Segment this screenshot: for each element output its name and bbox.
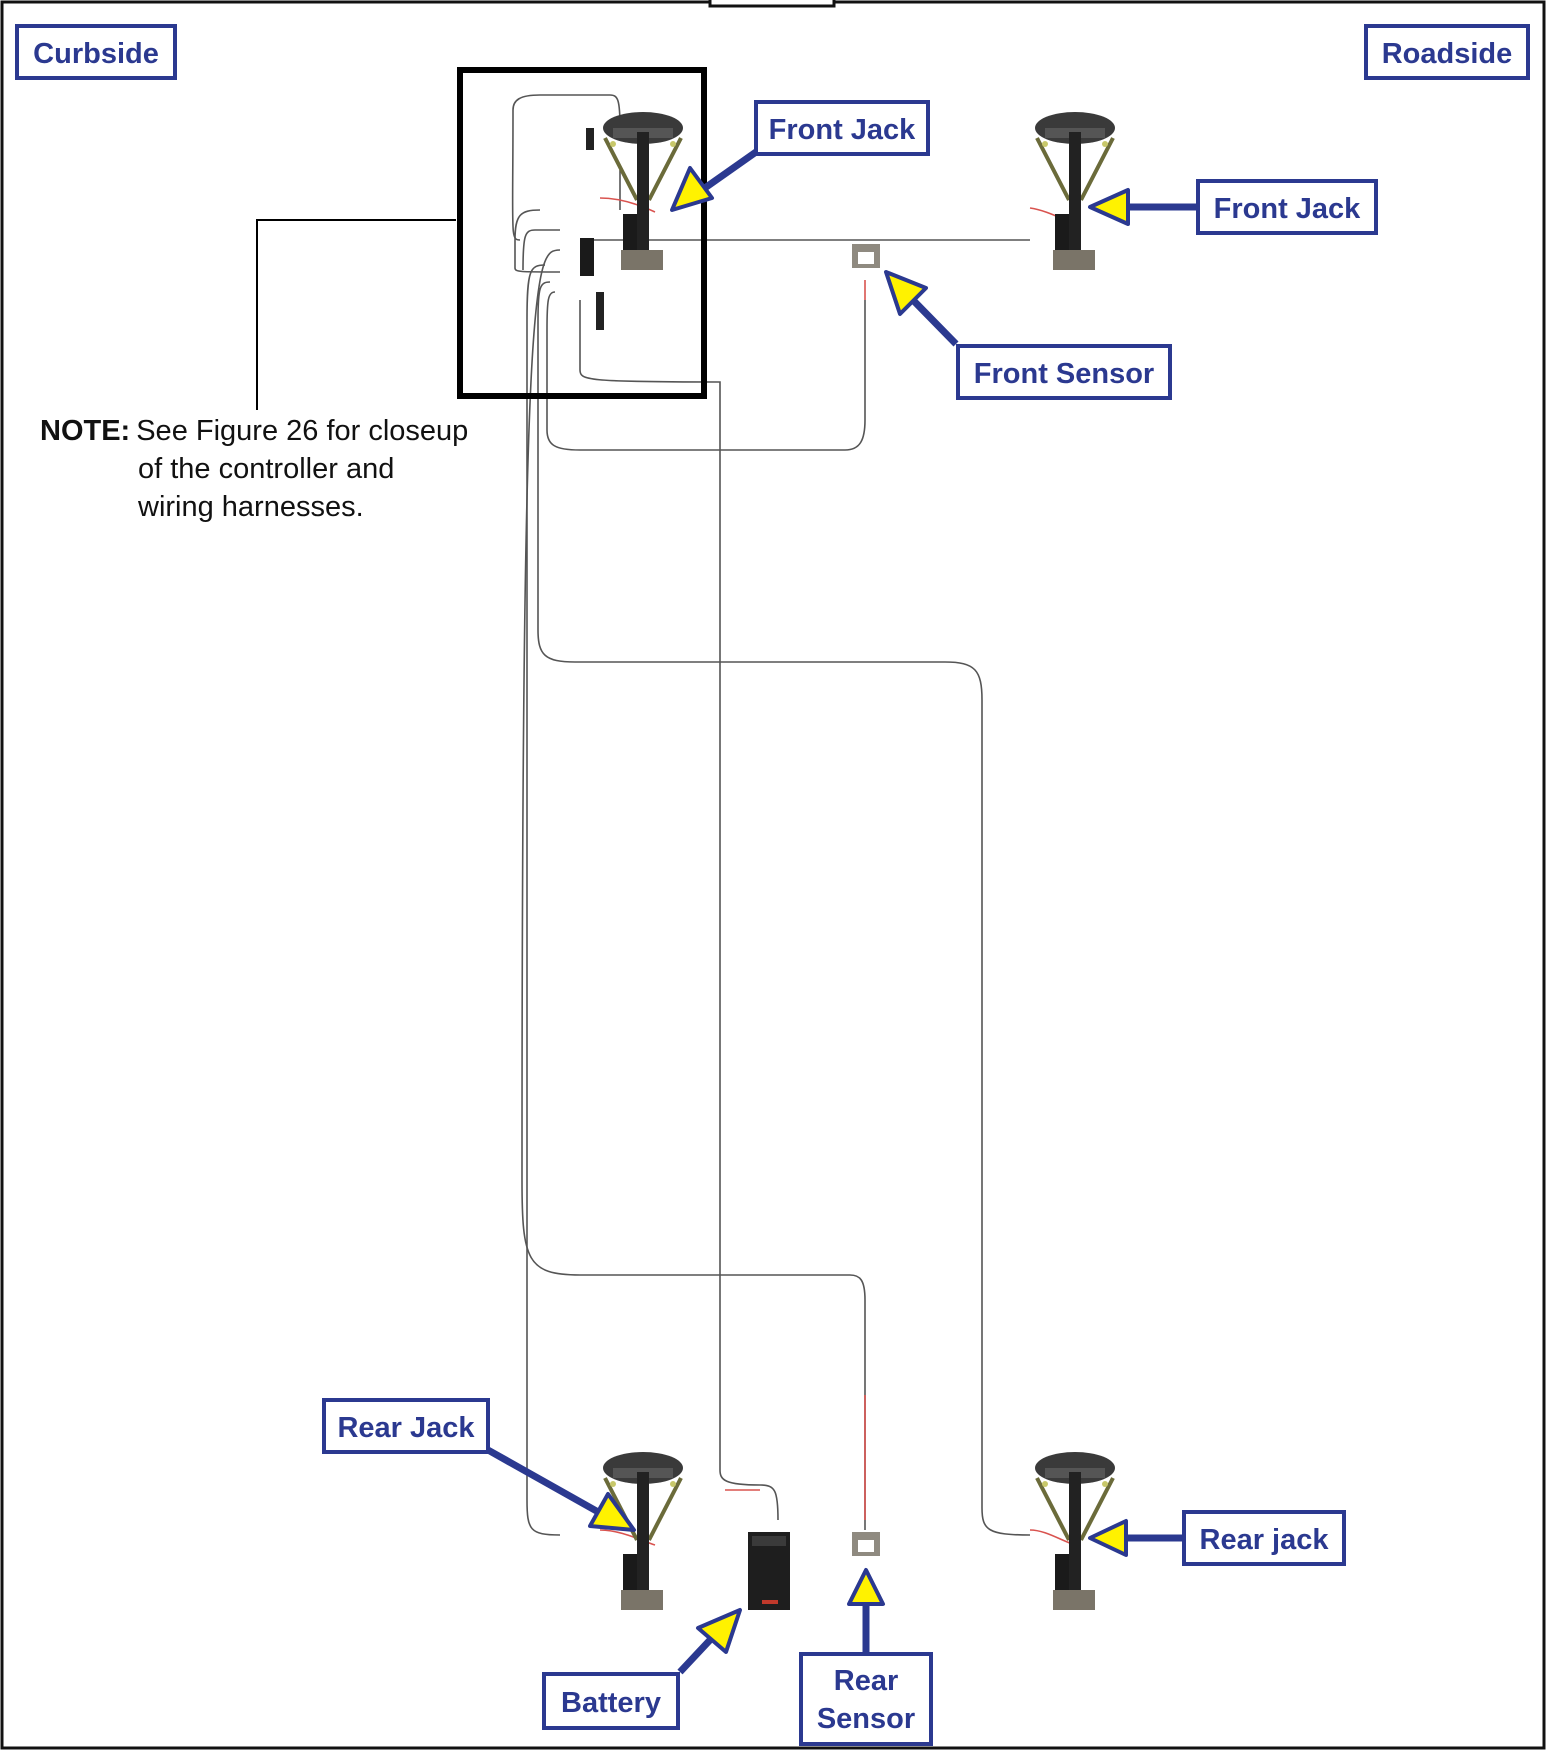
rear-sensor-icon [852, 1532, 880, 1556]
label-rear-jack-curbside-box: Rear Jack [322, 1398, 490, 1454]
note-line3: wiring harnesses. [138, 491, 364, 523]
rear-sensor-arrow [847, 1568, 885, 1655]
note-text: NOTE:See Figure 26 for closeup of the co… [40, 412, 468, 526]
label-rear-jack-curbside: Rear Jack [337, 1412, 475, 1444]
label-curbside-box: Curbside [15, 24, 177, 80]
label-rear-sensor-line1: Rear [834, 1665, 899, 1697]
controller-module [580, 238, 594, 276]
label-front-jack-curbside-box: Front Jack [754, 100, 930, 156]
front-jack-curbside-icon [601, 110, 685, 272]
note-lead: NOTE: [40, 415, 131, 447]
wiring-harness [511, 94, 1031, 1536]
controller-module-top [586, 128, 594, 150]
note-line1: See Figure 26 for closeup [136, 415, 469, 447]
label-rear-sensor-line2: Sensor [817, 1703, 915, 1735]
front-sensor-arrow [884, 270, 959, 347]
label-front-jack-roadside-box: Front Jack [1196, 179, 1378, 235]
front-jack-roadside-arrow [1088, 188, 1196, 226]
front-jack-roadside-icon [1033, 110, 1117, 272]
label-rear-jack-roadside: Rear jack [1200, 1524, 1330, 1556]
red-wires [599, 197, 1076, 1546]
label-front-sensor: Front Sensor [974, 358, 1154, 390]
front-jack-curbside-arrow [670, 149, 759, 212]
label-curbside: Curbside [33, 38, 159, 70]
top-tab [708, 0, 836, 8]
label-front-jack-roadside: Front Jack [1214, 193, 1362, 225]
label-front-sensor-box: Front Sensor [956, 344, 1172, 400]
battery-arrow [677, 1608, 742, 1675]
label-roadside: Roadside [1382, 38, 1513, 70]
note-leader-line [256, 219, 456, 410]
label-rear-jack-roadside-box: Rear jack [1182, 1510, 1346, 1566]
controller-highlight-box [457, 67, 707, 399]
label-front-jack-curbside: Front Jack [769, 114, 917, 146]
controller-module-bottom [596, 292, 604, 330]
front-sensor-icon [852, 244, 880, 268]
rear-jack-roadside-arrow [1088, 1519, 1182, 1557]
rear-jack-curbside-arrow [486, 1446, 636, 1532]
note-line2: of the controller and [138, 453, 395, 485]
label-rear-sensor-box: Rear Sensor [799, 1652, 933, 1746]
label-battery: Battery [561, 1687, 661, 1719]
label-roadside-box: Roadside [1364, 24, 1530, 80]
battery-icon [748, 1532, 790, 1610]
label-battery-box: Battery [542, 1672, 680, 1730]
